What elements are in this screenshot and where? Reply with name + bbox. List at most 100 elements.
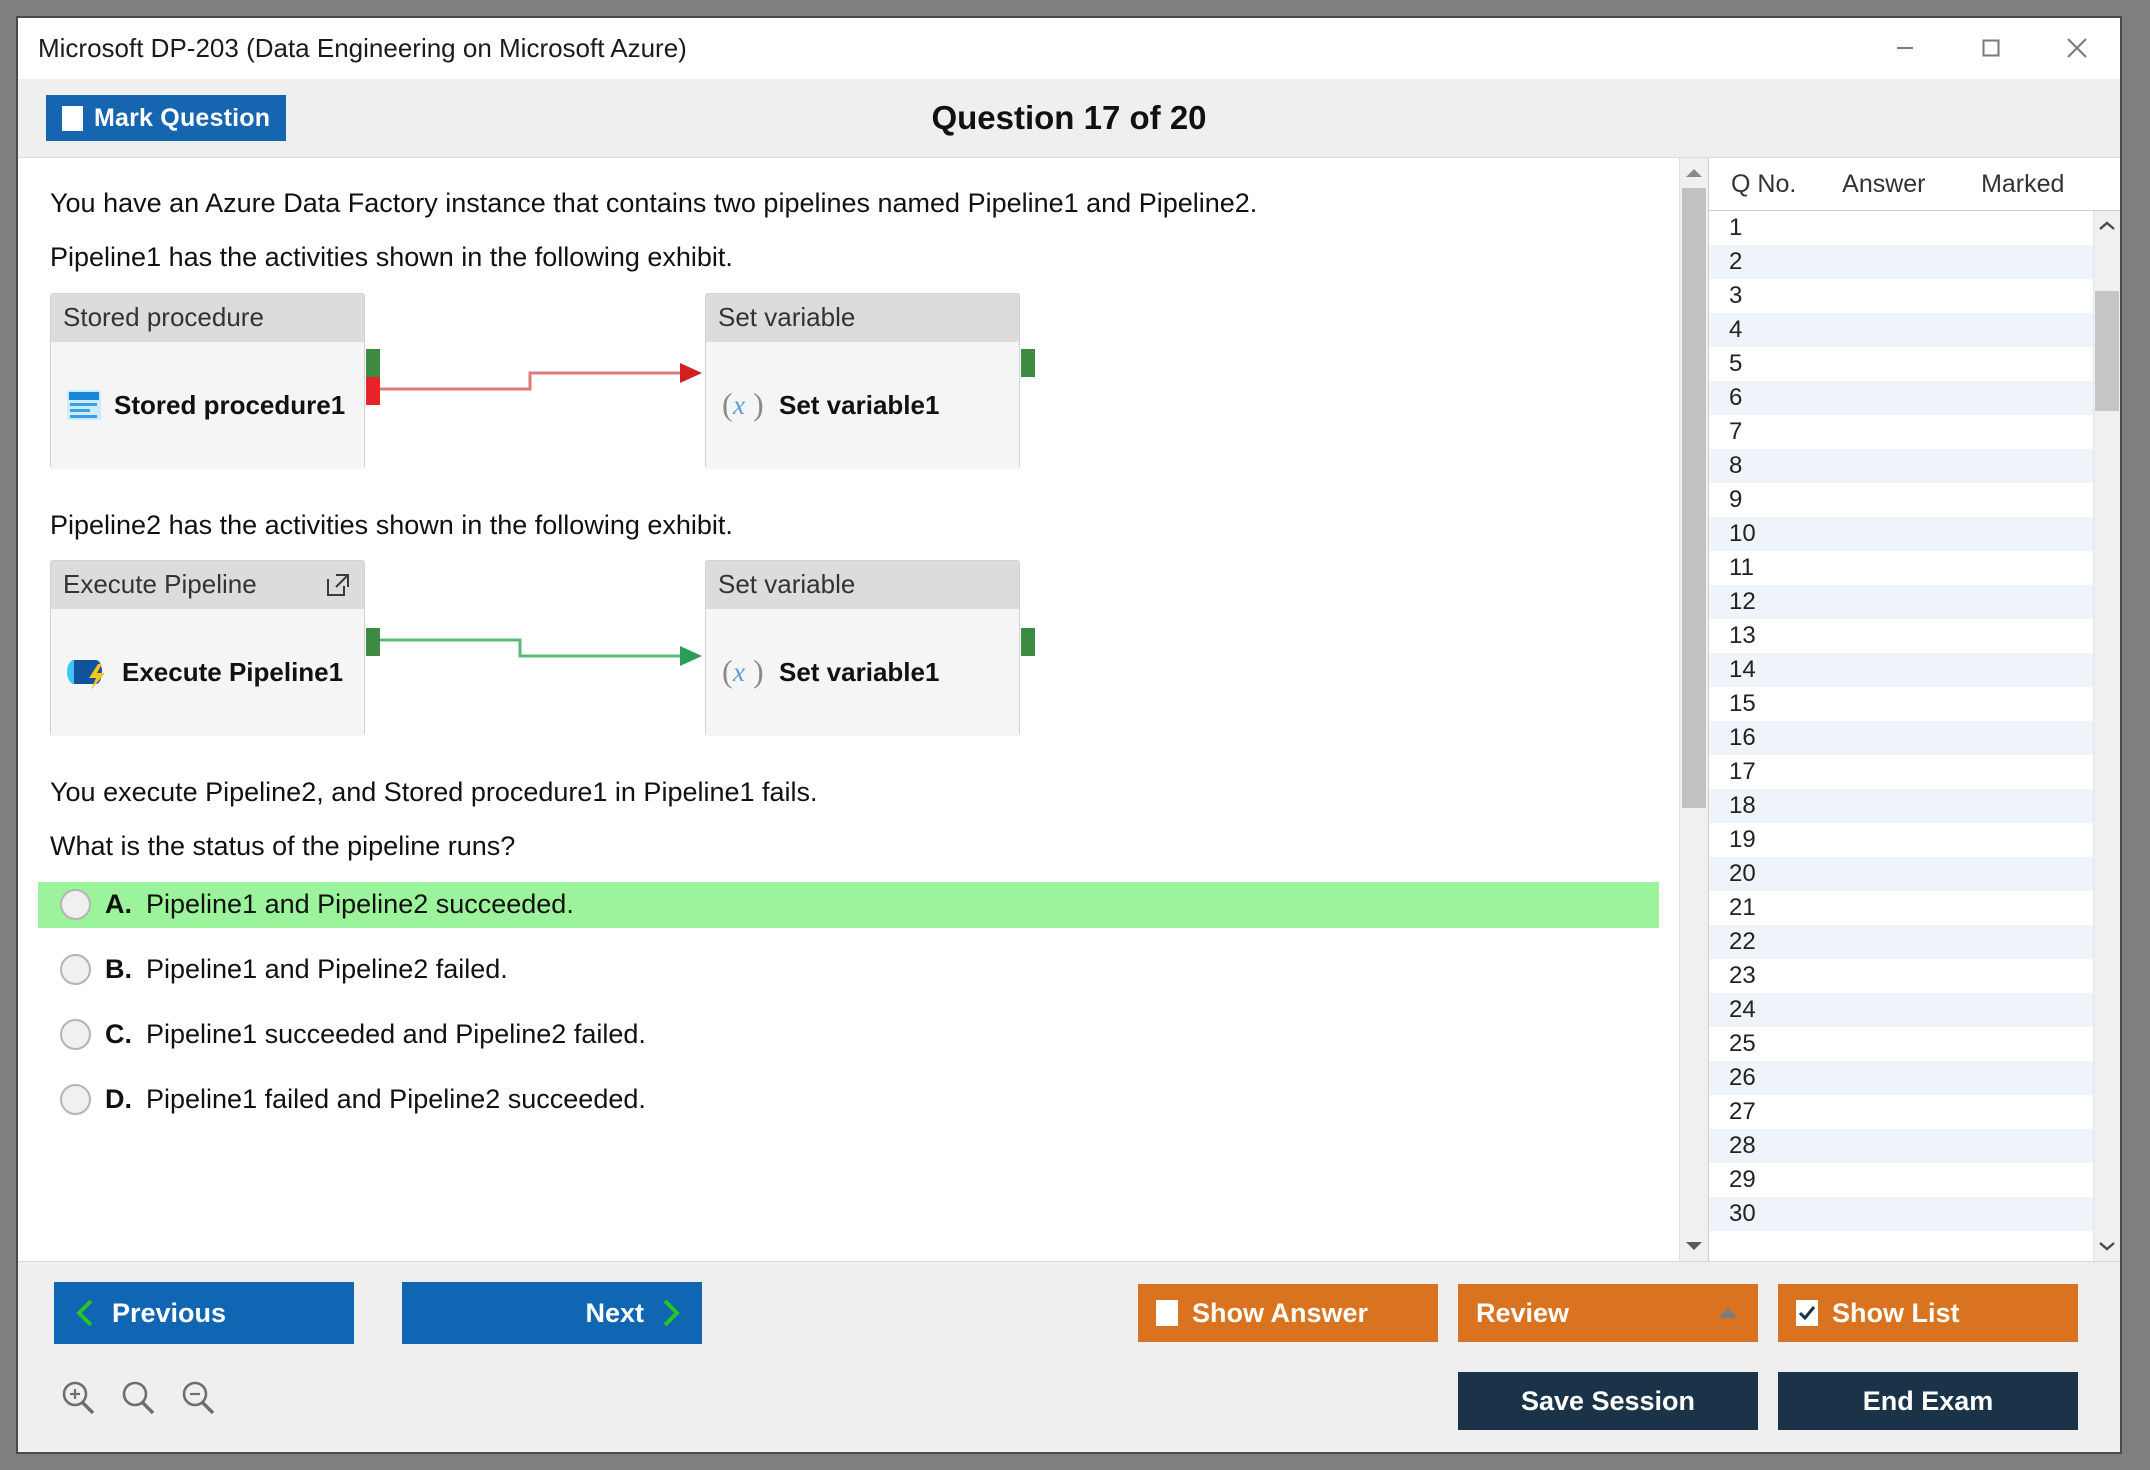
mark-question-checkbox-icon [62,105,83,131]
question-intro: You have an Azure Data Factory instance … [50,188,1258,218]
radio-icon[interactable] [60,1019,91,1051]
question-list-row[interactable]: 8 [1709,449,2093,483]
option-d[interactable]: D. Pipeline1 failed and Pipeline2 succee… [38,1077,1659,1123]
question-number: 16 [1729,724,1756,751]
next-button[interactable]: Next [402,1282,702,1344]
question-list-row[interactable]: 15 [1709,687,2093,721]
end-exam-button[interactable]: End Exam [1778,1372,2078,1430]
question-number: 25 [1729,1030,1756,1057]
question-list-row[interactable]: 17 [1709,755,2093,789]
scroll-thumb[interactable] [1682,188,1706,808]
svg-text:): ) [753,653,764,689]
end-exam-label: End Exam [1862,1385,1994,1416]
question-list-row[interactable]: 24 [1709,993,2093,1027]
question-list-row[interactable]: 7 [1709,415,2093,449]
node-set-variable[interactable]: Set variable ( x ) Set variable1 [705,292,1020,469]
option-letter: D. [105,1084,132,1115]
question-list-row[interactable]: 18 [1709,789,2093,823]
question-list-row[interactable]: 26 [1709,1061,2093,1095]
maximize-icon [1982,39,2000,57]
question-list-row[interactable]: 2 [1709,245,2093,279]
close-button[interactable] [2034,18,2120,78]
question-list-row[interactable]: 11 [1709,551,2093,585]
radio-icon[interactable] [60,889,91,921]
option-c[interactable]: C. Pipeline1 succeeded and Pipeline2 fai… [38,1012,1659,1058]
scroll-track[interactable] [1680,188,1708,1231]
question-number: 1 [1729,214,1743,241]
question-list-row[interactable]: 12 [1709,585,2093,619]
zoom-reset-icon[interactable] [118,1378,158,1418]
review-button[interactable]: Review [1458,1284,1758,1342]
port-success[interactable] [1021,627,1035,656]
footer-toolbar: Previous Next [18,1261,2120,1452]
question-list-row[interactable]: 25 [1709,1027,2093,1061]
show-answer-button[interactable]: Show Answer [1138,1284,1438,1342]
port-success[interactable] [1021,348,1035,377]
question-list-row[interactable]: 29 [1709,1163,2093,1197]
question-list-row[interactable]: 22 [1709,925,2093,959]
maximize-button[interactable] [1948,18,2034,78]
show-list-button[interactable]: Show List [1778,1284,2078,1342]
node-header-title: Stored procedure [63,302,264,333]
question-list-row[interactable]: 3 [1709,279,2093,313]
question-number: 4 [1729,316,1743,343]
question-number: 24 [1729,996,1756,1023]
question-list-row[interactable]: 28 [1709,1129,2093,1163]
node-execute-pipeline[interactable]: Execute Pipeline [50,559,365,736]
answer-options: A. Pipeline1 and Pipeline2 succeeded. B.… [38,881,1659,1123]
column-header-marked: Marked [1981,169,2065,198]
question-list-row[interactable]: 19 [1709,823,2093,857]
question-number: 26 [1729,1064,1756,1091]
question-list-row[interactable]: 1 [1709,211,2093,245]
question-list-row[interactable]: 21 [1709,891,2093,925]
port-success[interactable] [366,627,380,656]
node-body: ( x ) Set variable1 [706,341,1019,469]
question-list-row[interactable]: 20 [1709,857,2093,891]
list-scroll-up-button[interactable] [2094,211,2120,241]
next-label: Next [585,1297,644,1328]
option-b[interactable]: B. Pipeline1 and Pipeline2 failed. [38,947,1659,993]
mark-question-button[interactable]: Mark Question [46,95,287,141]
question-list-row[interactable]: 16 [1709,721,2093,755]
question-number: 12 [1729,588,1756,615]
question-number: 3 [1729,282,1743,309]
option-text: Pipeline1 succeeded and Pipeline2 failed… [146,1019,646,1050]
question-list-row[interactable]: 5 [1709,347,2093,381]
question-number: 5 [1729,350,1743,377]
list-scroll-down-button[interactable] [2094,1231,2120,1261]
port-success[interactable] [366,348,380,377]
port-failure[interactable] [366,376,380,405]
content-scrollbar[interactable] [1679,158,1708,1261]
radio-icon[interactable] [60,1084,91,1116]
open-in-new-icon[interactable] [324,571,352,599]
question-list-scrollbar[interactable] [2093,211,2120,1261]
question-list-row[interactable]: 6 [1709,381,2093,415]
node-stored-procedure[interactable]: Stored procedure Stored procedure1 [50,292,365,469]
question-list-row[interactable]: 14 [1709,653,2093,687]
zoom-out-icon[interactable] [178,1378,218,1418]
scroll-up-button[interactable] [1680,158,1708,188]
node-set-variable[interactable]: Set variable ( x ) Set variable1 [705,559,1020,736]
option-text: Pipeline1 failed and Pipeline2 succeeded… [146,1084,646,1115]
question-list-row[interactable]: 23 [1709,959,2093,993]
list-scroll-thumb[interactable] [2095,291,2119,411]
node-header: Set variable [706,293,1019,342]
previous-button[interactable]: Previous [54,1282,354,1344]
minimize-button[interactable] [1862,18,1948,78]
question-list-row[interactable]: 30 [1709,1197,2093,1231]
list-scroll-track[interactable] [2094,241,2120,1231]
question-list-row[interactable]: 27 [1709,1095,2093,1129]
exam-window: Microsoft DP-203 (Data Engineering on Mi… [16,16,2122,1454]
question-list-row[interactable]: 9 [1709,483,2093,517]
save-session-button[interactable]: Save Session [1458,1372,1758,1430]
radio-icon[interactable] [60,954,91,986]
question-list-row[interactable]: 10 [1709,517,2093,551]
option-a[interactable]: A. Pipeline1 and Pipeline2 succeeded. [38,881,1659,928]
scroll-down-button[interactable] [1680,1231,1708,1261]
question-list-row[interactable]: 4 [1709,313,2093,347]
question-list-row[interactable]: 13 [1709,619,2093,653]
zoom-in-icon[interactable] [58,1378,98,1418]
exhibit2-caption: Pipeline2 has the activities shown in th… [50,509,733,540]
pipeline1-exhibit: Stored procedure Stored procedure1 [50,292,1659,488]
close-icon [2067,38,2087,58]
